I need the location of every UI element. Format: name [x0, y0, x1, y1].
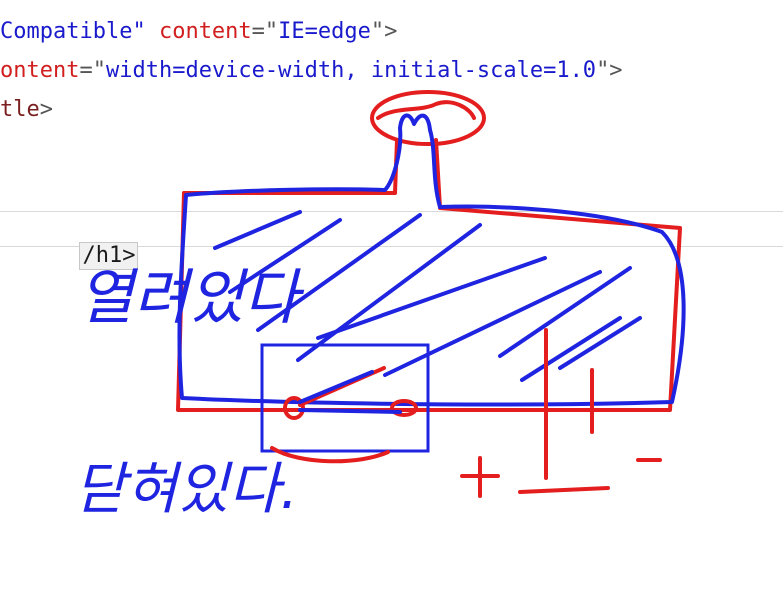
code-line-3: tle> [0, 96, 53, 124]
code-token: =" [251, 19, 279, 44]
hatch-lines [213, 210, 642, 382]
code-line-1: Compatible" content="IE=edge"> [0, 18, 397, 46]
handwriting-closed: 닫혀있다. [74, 457, 298, 522]
highlighted-closing-tag[interactable]: /h1> [79, 242, 139, 270]
code-token: Compatible" [0, 19, 159, 44]
switch-box [260, 343, 430, 453]
code-token: IE=edge [278, 19, 371, 44]
switch-blue [298, 370, 402, 414]
handwriting-open: 열려있다 [78, 263, 305, 333]
code-token: > [39, 97, 53, 122]
code-token: tle [0, 97, 40, 122]
code-token: width=device-width, initial-scale=1.0 [105, 58, 597, 83]
terminals-red [460, 328, 662, 498]
code-token: content [158, 19, 252, 44]
code-token: "> [596, 58, 623, 83]
code-line-2: ontent="width=device-width, initial-scal… [0, 57, 623, 85]
code-token: "> [370, 19, 398, 44]
battery-blue-outline [177, 113, 686, 407]
code-token: ontent [0, 58, 80, 83]
code-token: =" [79, 58, 106, 83]
